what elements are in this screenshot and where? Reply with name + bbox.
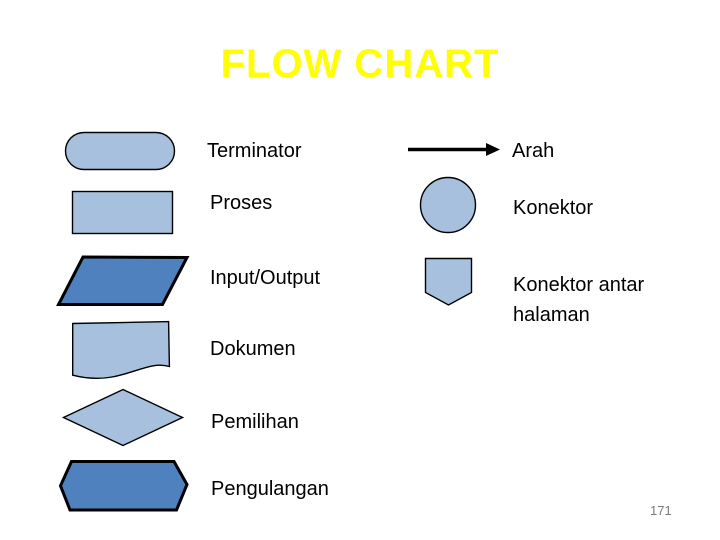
legend-label-terminator: Terminator [207,140,302,162]
off-page-connector-shape-icon [424,257,473,306]
legend-label-proses: Proses [210,192,273,214]
input-output-shape-icon [56,255,190,306]
terminator-shape-icon [64,131,176,171]
legend-label-arah: Arah [512,140,555,162]
loop-shape-icon [58,460,189,512]
arrow-head-icon [486,143,500,156]
legend-label-pemilihan: Pemilihan [211,411,299,433]
decision-shape-icon [61,388,185,447]
page-number: 171 [650,503,672,518]
connector-shape-icon [419,176,477,234]
legend-label-pengulangan: Pengulangan [211,478,329,500]
process-shape-icon [71,190,174,235]
legend-label-input-output: Input/Output [210,267,321,289]
legend-label-dokumen: Dokumen [210,338,296,360]
legend-label-konektor-antar-halaman: Konektor antar halaman [513,274,645,326]
legend-label-konektor: Konektor [513,197,594,219]
document-shape-icon [72,320,171,380]
slide-title: FLOW CHART [220,42,500,86]
